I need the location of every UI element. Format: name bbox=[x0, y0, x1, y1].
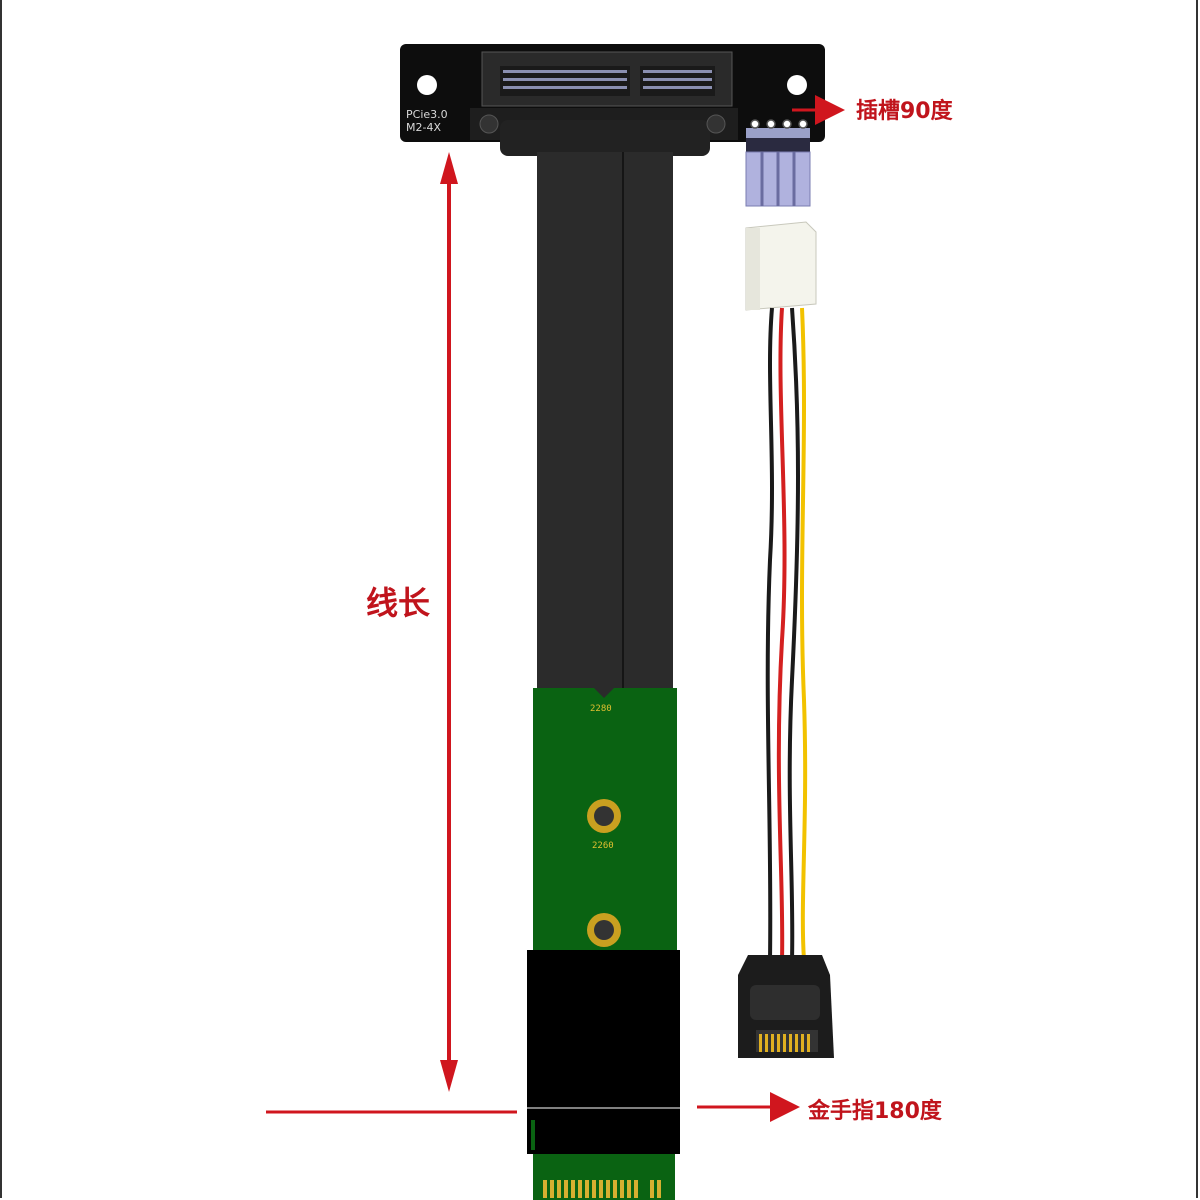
sata-power-connector bbox=[738, 955, 834, 1058]
pcie-slot-board bbox=[400, 44, 825, 156]
slot-angle-label: 插槽90度 bbox=[856, 99, 953, 124]
shield-lower bbox=[527, 1108, 680, 1154]
board-model-line2: M2-4X bbox=[406, 121, 441, 134]
mounting-hole-right bbox=[787, 75, 807, 95]
connector-shield bbox=[527, 950, 680, 1108]
board-model-line1: PCie3.0 bbox=[406, 108, 448, 121]
m2-pcb bbox=[533, 688, 677, 952]
pcb-size-2260: 2260 bbox=[592, 841, 614, 851]
gold-finger-angle-label: 金手指180度 bbox=[808, 1099, 942, 1124]
cable-length-label: 线长 bbox=[366, 584, 431, 622]
gold-finger bbox=[533, 1154, 675, 1200]
pcb-size-2280: 2280 bbox=[590, 704, 612, 714]
power-header bbox=[745, 119, 811, 207]
cable-length-arrow bbox=[440, 152, 458, 1092]
ribbon-cable bbox=[537, 152, 673, 692]
power-wires bbox=[765, 307, 808, 961]
molex-connector bbox=[745, 221, 817, 311]
slot-pins bbox=[503, 70, 712, 89]
mounting-hole-left bbox=[417, 75, 437, 95]
